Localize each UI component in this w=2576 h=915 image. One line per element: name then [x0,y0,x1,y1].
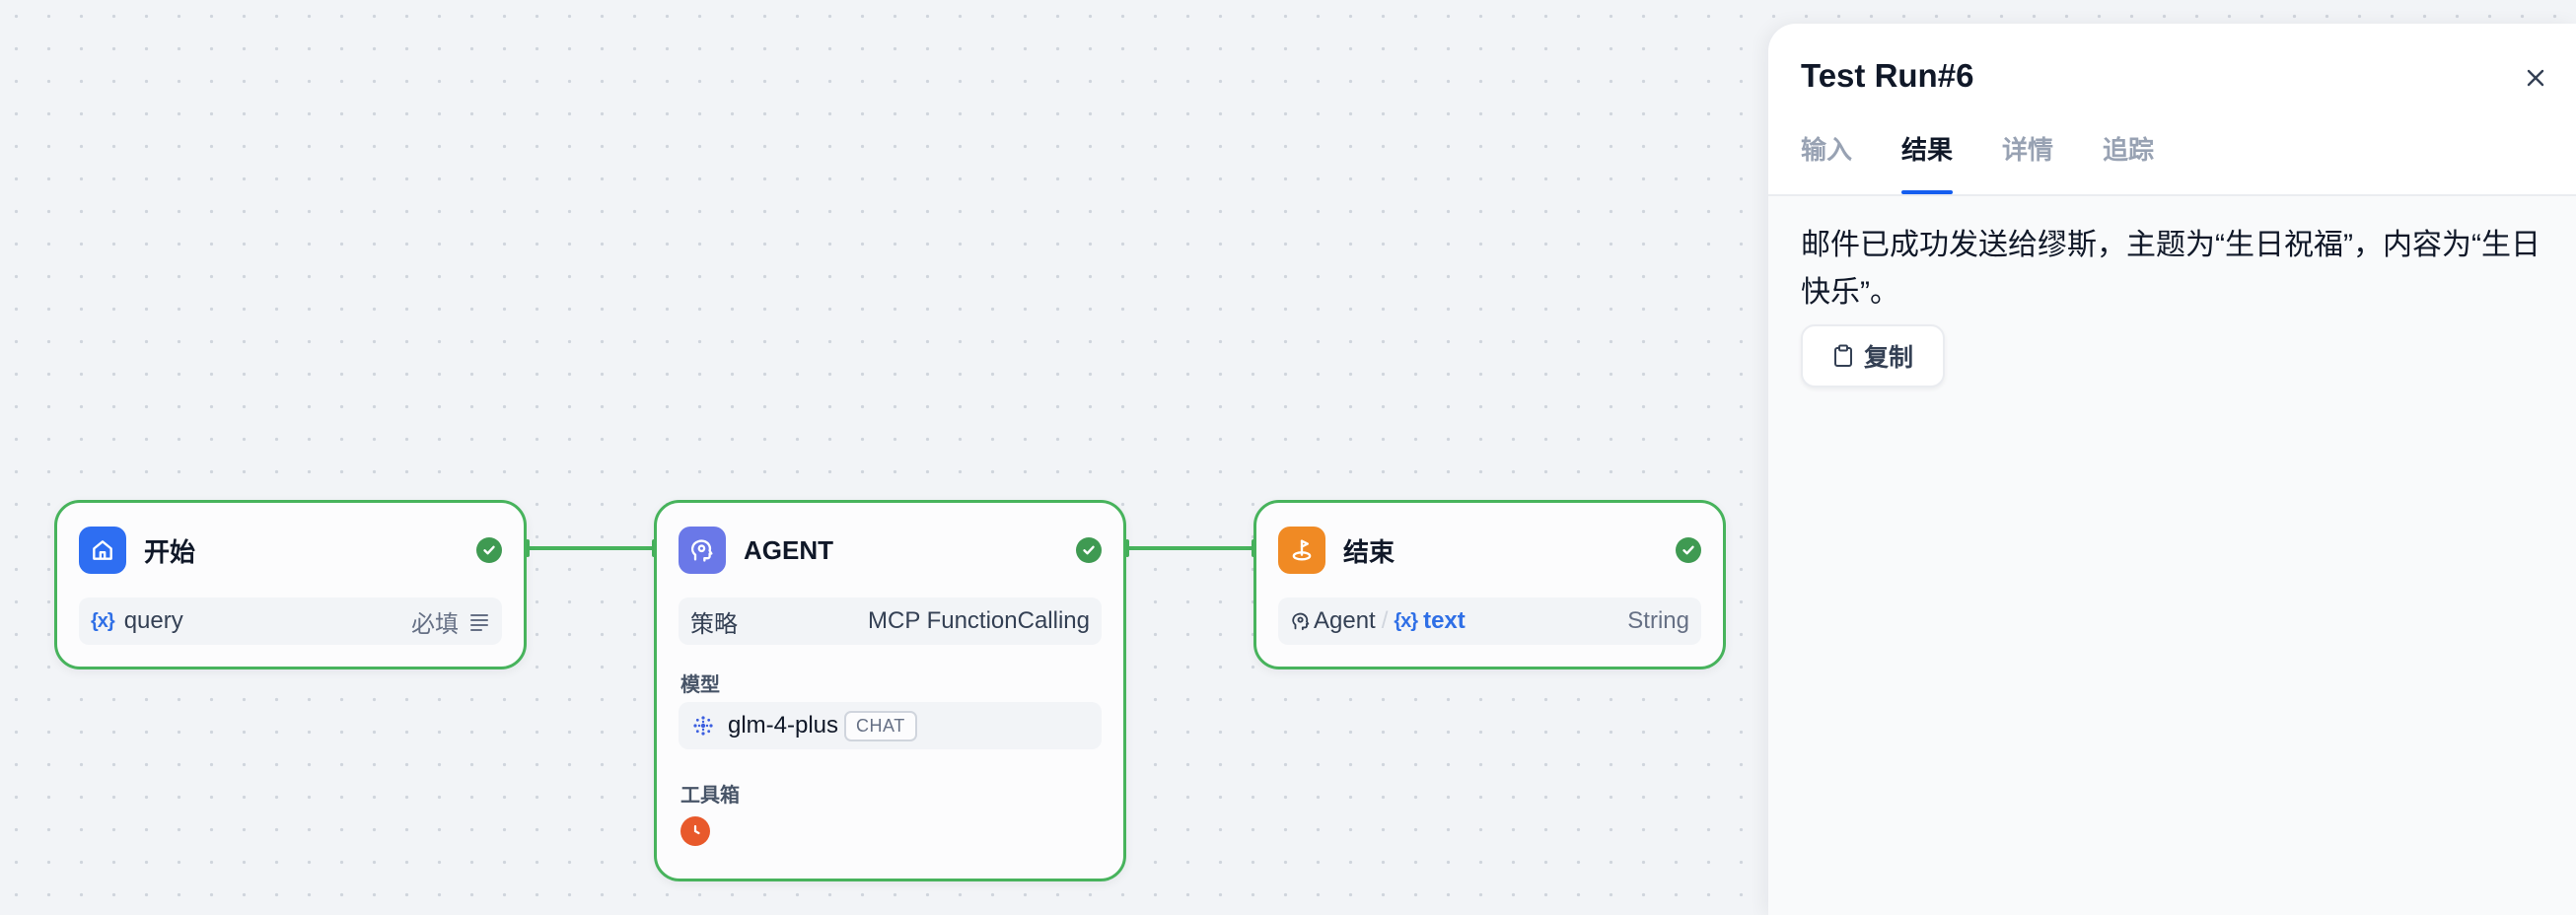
agent-brain-icon [679,527,726,574]
source-node-name: Agent [1314,607,1376,634]
required-label: 必填 [411,610,459,638]
agent-node-header: AGENT [679,525,1102,576]
tab-tracing[interactable]: 追踪 [2103,135,2155,165]
agent-node-title: AGENT [744,534,833,565]
close-icon[interactable] [2519,61,2552,95]
edge-agent-end[interactable] [1127,546,1255,550]
result-text: 邮件已成功发送给缪斯，主题为“生日祝福”，内容为“生日快乐”。 [1801,229,2540,309]
panel-tabs: 输入 结果 详情 追踪 [1801,132,2203,194]
agent-node[interactable]: AGENT 策略 MCP FunctionCalling 模型 [654,500,1126,881]
copy-button[interactable]: 复制 [1801,324,1945,387]
end-node-title: 结束 [1343,536,1395,567]
clock-tool-icon[interactable] [680,816,710,846]
workflow-canvas[interactable]: 开始 {x} query 必填 AGENT [0,0,1765,915]
agent-small-icon [1290,610,1312,632]
start-node[interactable]: 开始 {x} query 必填 [54,500,527,669]
output-variable-name: text [1423,607,1466,634]
agent-output-handle[interactable] [1125,539,1129,557]
clipboard-icon [1833,344,1852,367]
end-node[interactable]: 结束 Agent / {x} text String [1253,500,1726,669]
toolbox-label: 工具箱 [680,785,740,807]
edge-start-agent[interactable] [528,546,656,550]
start-node-header: 开始 [79,525,502,576]
start-output-handle[interactable] [526,539,530,557]
tab-input[interactable]: 输入 [1801,135,1853,165]
strategy-label: 策略 [690,610,738,638]
model-label: 模型 [680,674,720,696]
end-flag-icon [1278,527,1325,574]
text-lines-icon [468,610,490,632]
variable-icon: {x} [1394,609,1418,632]
check-circle-icon [1676,537,1701,563]
end-node-header: 结束 [1278,525,1701,576]
result-panel-body: 邮件已成功发送给缪斯，主题为“生日祝福”，内容为“生日快乐”。 复制 [1768,194,2576,915]
model-name: glm-4-plus [728,712,839,739]
path-separator: / [1381,607,1389,634]
end-output-row[interactable]: Agent / {x} text String [1278,598,1701,645]
model-type-badge: CHAT [844,710,917,741]
tab-details[interactable]: 详情 [2002,135,2054,165]
agent-strategy-row[interactable]: 策略 MCP FunctionCalling [679,598,1102,645]
check-circle-icon [476,537,502,563]
home-icon [79,527,126,574]
copy-button-label: 复制 [1863,344,1913,372]
agent-model-row[interactable]: glm-4-plus CHAT [679,702,1102,749]
start-variable-row[interactable]: {x} query 必填 [79,598,502,645]
check-circle-icon [1076,537,1102,563]
test-run-panel: Test Run#6 输入 结果 详情 追踪 邮件已成功发送给缪斯，主题为“生日… [1768,24,2576,915]
strategy-value: MCP FunctionCalling [868,607,1090,634]
zhipu-logo-icon [690,713,716,739]
panel-title: Test Run#6 [1801,57,1974,94]
output-variable-type: String [1627,607,1689,634]
tab-result[interactable]: 结果 [1901,132,1954,194]
variable-name: query [123,607,183,634]
variable-icon: {x} [91,609,115,632]
start-node-title: 开始 [144,536,196,567]
